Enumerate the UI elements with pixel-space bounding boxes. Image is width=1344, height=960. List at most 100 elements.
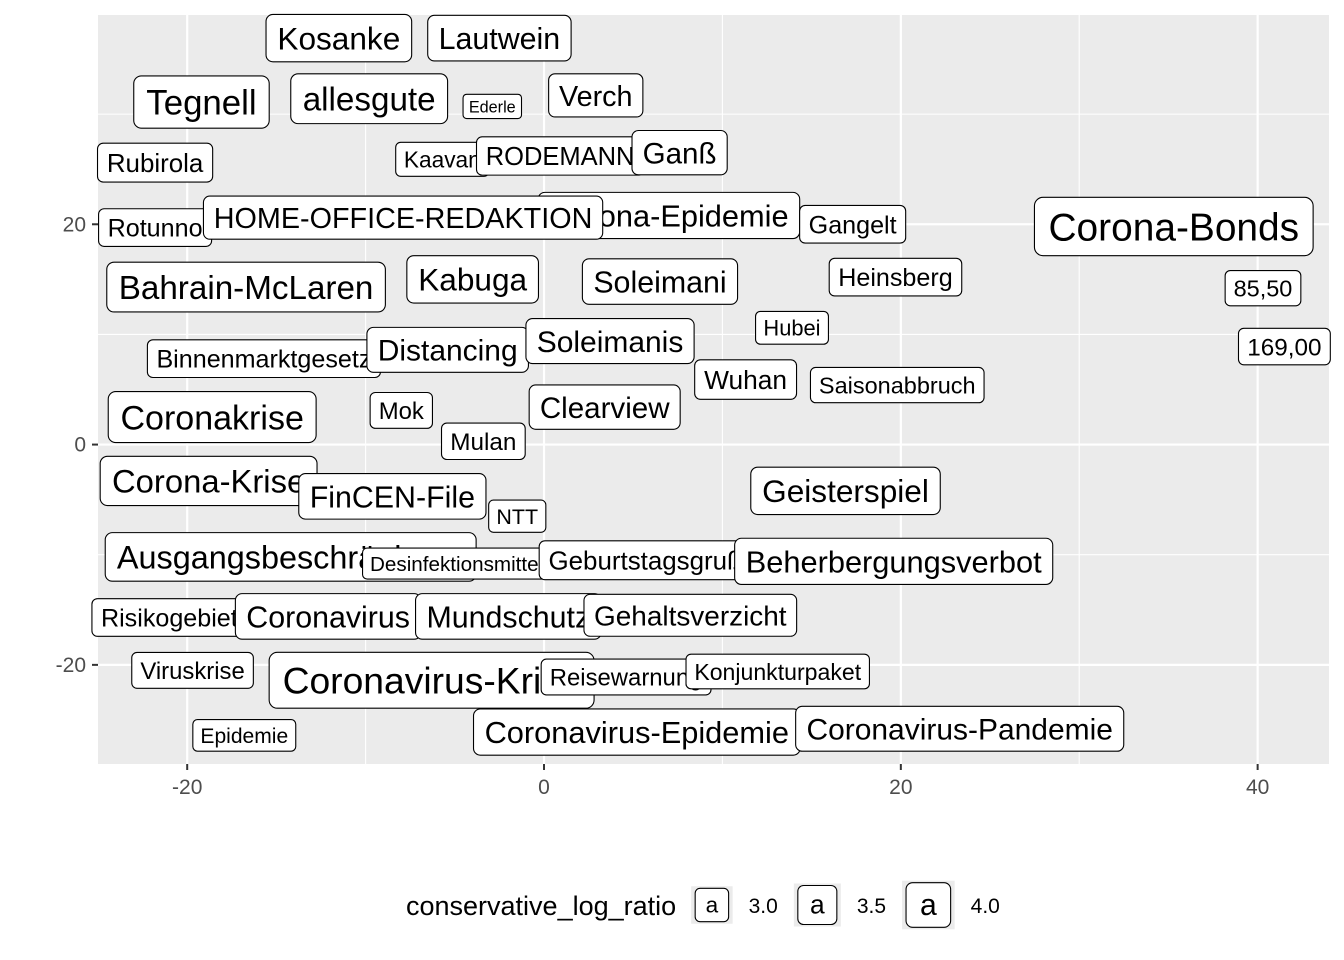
data-label-text: Ganß [643,137,717,170]
data-label-text: RODEMANN [486,143,635,171]
data-label-text: Mundschutz [426,601,590,634]
data-label-box [265,13,413,63]
data-label-text: Konjunkturpaket [694,659,861,685]
data-label: NTT [488,499,547,533]
data-label: Coronavirus-Epidemie [472,708,801,756]
data-label-box [581,258,739,305]
data-label-box [809,366,985,404]
data-label: Kabuga [406,255,540,304]
data-label-box [406,255,540,304]
data-label-text: FinCEN-File [310,481,475,514]
data-label-text: Wuhan [704,365,787,395]
data-label: allesgute [290,73,449,125]
data-label-text: Ederle [469,98,516,116]
data-label-box [131,651,254,689]
data-label-text: Bahrain-McLaren [119,270,374,307]
data-label: Reisewarnung [540,658,712,696]
data-label-text: Epidemie [200,725,288,748]
data-label-box [525,318,695,365]
data-label: Geburtstagsgruß [538,540,753,581]
legend-key-box [797,884,838,926]
data-label: Lautwein [427,14,572,62]
data-label-text: Kaavan [404,146,481,172]
data-label-text: Viruskrise [140,658,244,685]
data-label-text: Rubirola [107,150,204,178]
legend-label: 3.5 [857,895,886,918]
data-label-text: Distancing [378,335,518,368]
data-label-text: Coronavirus [246,601,410,634]
data-label-box [828,257,963,297]
data-label: Ederle [462,93,523,120]
data-label: Desinfektionsmittel [362,547,552,580]
data-label-text: Lautwein [439,23,561,56]
data-label-box [96,142,214,183]
data-label: Coronakrise [107,390,317,444]
data-label-text: Verch [559,81,633,113]
data-label: Bahrain-McLaren [106,261,386,313]
data-label-box [440,422,526,461]
data-label: 169,00 [1237,327,1331,366]
data-label: Rotunno [98,208,213,247]
data-label: Tegnell [133,75,270,129]
legend-title: conservative_log_ratio [406,891,676,921]
data-label: Corona-Bonds [1033,196,1314,257]
data-label-box [298,473,487,520]
data-label-box [107,390,317,444]
data-label: Coronavirus [234,593,422,640]
data-label-text: HOME-OFFICE-REDAKTION [214,203,593,235]
y-tick-label: -20 [56,654,86,677]
data-label: Ganß [631,129,728,176]
legend-key-glyph: a [706,892,719,917]
data-label: Heinsberg [828,257,963,297]
data-label: Coronavirus-Krise [268,651,595,709]
data-label: Risikogebiet [91,598,248,637]
data-label-box [290,73,449,125]
data-label-text: Beherbergungsverbot [746,544,1042,579]
data-label: Coronavirus-Pandemie [795,705,1125,752]
data-label-text: Desinfektionsmittel [370,553,543,576]
data-label-box [548,73,644,118]
data-label-text: Risikogebiet [101,605,238,633]
data-label: Konjunkturpaket [685,653,870,690]
data-label: Clearview [528,384,681,430]
data-label: Kaavan [395,141,490,177]
legend-key-box [694,887,730,923]
data-label-text: Soleimanis [537,326,684,359]
data-label: Hubei [755,310,829,345]
data-label-text: Geburtstagsgruß [549,548,743,576]
data-label-box [462,93,523,120]
data-label-text: Tegnell [146,84,256,123]
data-label-text: Mok [379,398,424,425]
data-label: Geisterspiel [750,466,941,516]
legend-key-glyph: a [920,889,937,922]
x-tick-label: 40 [1246,776,1269,799]
data-label: Verch [548,73,644,118]
data-label-box [799,204,907,244]
data-label: Beherbergungsverbot [734,537,1054,585]
data-label: HOME-OFFICE-REDAKTION [202,195,604,240]
data-label-box [750,466,941,516]
data-label-box [583,593,798,637]
data-label-text: allesgute [303,82,436,119]
legend-key: a [902,880,955,930]
data-label-text: Hubei [763,316,820,341]
data-label: Corona-Krise [99,455,318,507]
data-label-text: Coronavirus-Krise [283,660,581,702]
legend-key: a [793,883,841,927]
data-label: Soleimanis [525,318,695,365]
data-label-text: Gehaltsverzicht [594,600,787,631]
data-label-box [1033,196,1314,257]
data-label-box [202,195,604,240]
x-tick-label: -20 [172,776,202,799]
data-label-text: Geisterspiel [762,473,929,509]
data-label-box [1224,269,1302,307]
data-label-box [528,384,681,430]
data-label-box [488,499,547,533]
data-label-text: Coronavirus-Epidemie [485,715,789,750]
legend-label: 4.0 [971,895,1000,918]
x-tick-label: 20 [889,776,912,799]
data-label: Soleimani [581,258,739,305]
